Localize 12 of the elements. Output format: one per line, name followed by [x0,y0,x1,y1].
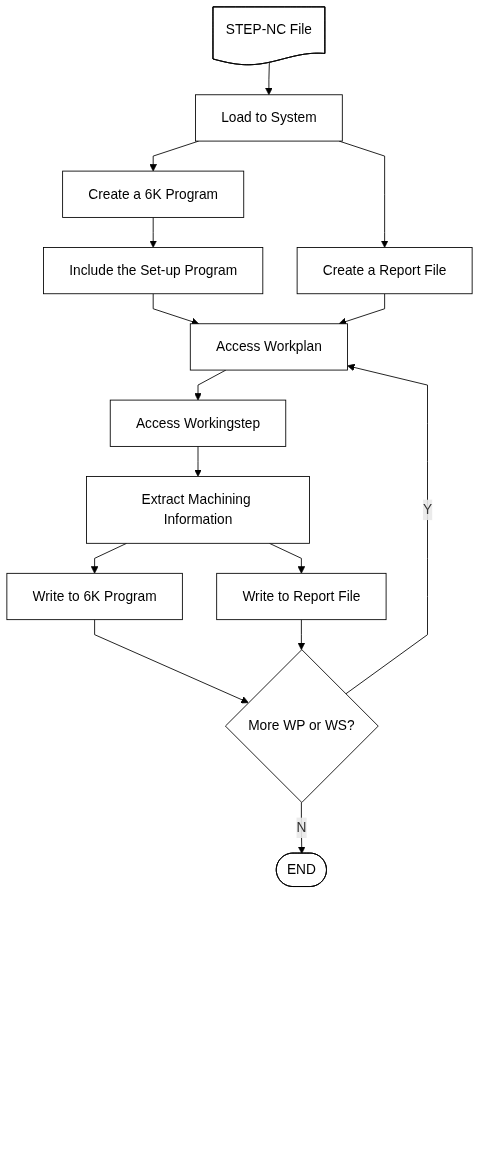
node-box: Write to Report File [216,572,387,621]
node-box: Load to System [195,94,343,142]
node-box: Access Workingstep [109,399,287,447]
edge-label: N [296,820,307,835]
node-box: Include the Set-up Program [43,247,264,295]
edge-label: Y [422,502,433,517]
node-box: Write to 6K Program [6,572,183,621]
node-box: Access Workplan [189,323,348,371]
node-box: Extract Machining Information [86,476,310,544]
node-diamond: More WP or WS? [225,649,379,803]
node-box: Create a Report File [296,247,473,295]
node-box: Create a 6K Program [62,170,245,218]
